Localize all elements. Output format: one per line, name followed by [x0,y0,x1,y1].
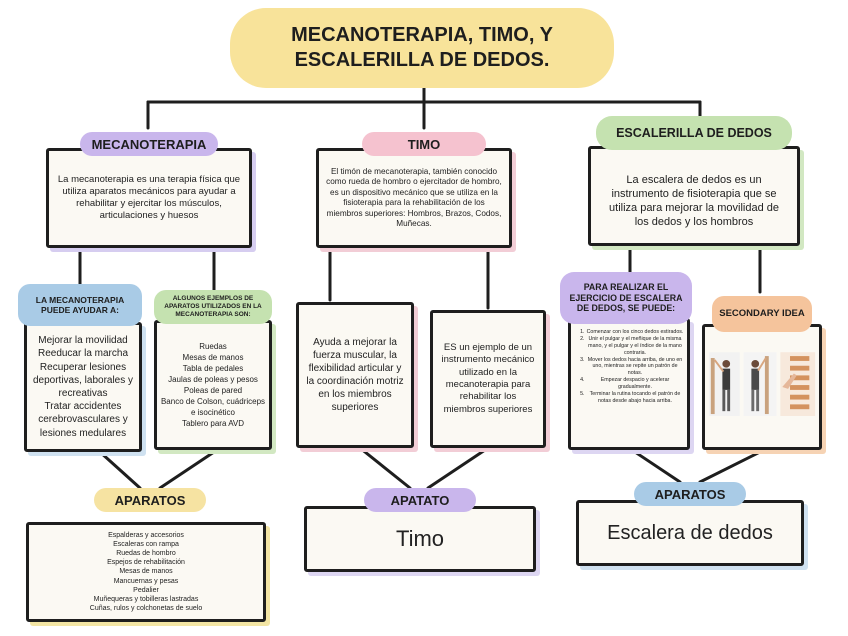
timo-definition: El timón de mecanoterapia, también conoc… [326,166,502,229]
mecanoterapia-uses-box: Mejorar la movilidad Reeducar la marcha … [24,322,142,452]
timo-device-box: Timo [304,506,536,572]
secondary-idea-box [702,324,822,450]
mecanoterapia-definition-box: La mecanoterapia es una terapia física q… [46,148,252,248]
escalerilla-steps-box: Comenzar con los cinco dedos estirados. … [568,318,690,450]
escalerilla-device: Escalera de dedos [607,521,773,544]
list-item: Tratar accidentes cerebrovasculares y le… [38,401,128,439]
list-item: Comenzar con los cinco dedos estirados. [586,329,684,336]
list-item: Unir el pulgar y el meñique de la misma … [586,336,684,357]
escalerilla-steps-heading-label: PARA REALIZAR EL EJERCICIO DE ESCALERA D… [569,281,683,314]
list-item: Recuperar lesiones deportivas, laborales… [32,361,134,399]
escalerilla-definition: La escalera de dedos es un instrumento d… [609,173,779,229]
list-item: Tablero para AVD [181,419,245,429]
timo-heading: TIMO [362,132,486,156]
timo-definition-box: El timón de mecanoterapia, también conoc… [316,148,512,248]
timo-device-heading: APATATO [364,488,476,512]
list-item: Mesas de manos [182,352,244,362]
timo-example: ES un ejemplo de un instrumento mecánico… [441,341,535,415]
escalerilla-steps-list: Comenzar con los cinco dedos estirados. … [574,329,684,405]
timo-device-heading-label: APATATO [390,492,450,508]
escalerilla-definition-box: La escalera de dedos es un instrumento d… [588,146,800,246]
title-banner: MECANOTERAPIA, TIMO, Y ESCALERILLA DE DE… [230,8,614,88]
page-title: MECANOTERAPIA, TIMO, Y ESCALERILLA DE DE… [291,24,553,71]
list-item: Espejos de rehabilitación [107,559,185,567]
timo-heading-label: TIMO [407,136,441,152]
mecanoterapia-examples-list: Ruedas Mesas de manos Tabla de pedales J… [159,341,267,429]
mecanoterapia-examples-heading-label: ALGUNOS EJEMPLOS DE APARATOS UTILIZADOS … [164,295,262,318]
list-item: Mancuernas y pesas [113,577,179,585]
list-item: Espalderas y accesorios [108,532,184,540]
list-item: Terminar la rutina tocando el patrón de … [586,391,684,405]
timo-benefit-box: Ayuda a mejorar la fuerza muscular, la f… [296,302,414,448]
list-item: Pedalier [133,586,159,594]
timo-device: Timo [395,526,445,551]
list-item: Mover los dedos hacia arriba, de uno en … [586,357,684,378]
mecanoterapia-examples-box: Ruedas Mesas de manos Tabla de pedales J… [154,320,272,450]
list-item: Muñequeras y tobilleras lastradas [93,595,199,603]
escalerilla-device-heading: APARATOS [634,482,746,506]
list-item: Jaulas de poleas y pesos [168,374,258,384]
list-item: Poleas de pared [183,386,243,395]
escalerilla-device-heading-label: APARATOS [654,486,726,502]
mecanoterapia-heading-label: MECANOTERAPIA [91,136,207,152]
secondary-idea-heading: SECONDARY IDEA [712,296,812,332]
secondary-idea-heading-label: SECONDARY IDEA [719,308,805,320]
mecanoterapia-uses-heading: LA MECANOTERAPIA PUEDE AYUDAR A: [18,284,142,326]
mecanoterapia-uses-list: Mejorar la movilidad Reeducar la marcha … [30,334,136,440]
list-item: Tabla de pedales [182,363,244,373]
escalerilla-steps-heading: PARA REALIZAR EL EJERCICIO DE ESCALERA D… [560,272,692,324]
list-item: Reeducar la marcha [37,348,129,360]
mecanoterapia-devices-list: Espalderas y accesorios Escaleras con ra… [90,531,202,613]
escalerilla-device-box: Escalera de dedos [576,500,804,566]
escalerilla-heading-label: ESCALERILLA DE DEDOS [616,126,772,140]
escalerilla-heading: ESCALERILLA DE DEDOS [596,116,792,150]
mecanoterapia-devices-heading: APARATOS [94,488,206,512]
mecanoterapia-examples-heading: ALGUNOS EJEMPLOS DE APARATOS UTILIZADOS … [154,290,272,324]
finger-ladder-illustration [708,352,816,416]
list-item: Ruedas de hombro [116,550,176,558]
list-item: Mejorar la movilidad [38,335,128,347]
timo-example-box: ES un ejemplo de un instrumento mecánico… [430,310,546,448]
list-item: Escaleras con rampa [113,541,179,549]
mecanoterapia-devices-box: Espalderas y accesorios Escaleras con ra… [26,522,266,622]
list-item: Cuñas, rulos y colchonetas de suelo [89,604,203,612]
mecanoterapia-devices-heading-label: APARATOS [114,492,186,508]
list-item: Mesas de manos [119,568,173,576]
timo-benefit: Ayuda a mejorar la fuerza muscular, la f… [306,337,404,413]
list-item: Ruedas [199,341,227,351]
mecanoterapia-heading: MECANOTERAPIA [80,132,218,156]
list-item: Empezar despacio y acelerar gradualmente… [586,377,684,391]
mecanoterapia-uses-heading-label: LA MECANOTERAPIA PUEDE AYUDAR A: [35,294,125,315]
list-item: Banco de Colson, cuádriceps e isocinétic… [160,397,266,418]
mecanoterapia-definition: La mecanoterapia es una terapia física q… [57,173,241,222]
